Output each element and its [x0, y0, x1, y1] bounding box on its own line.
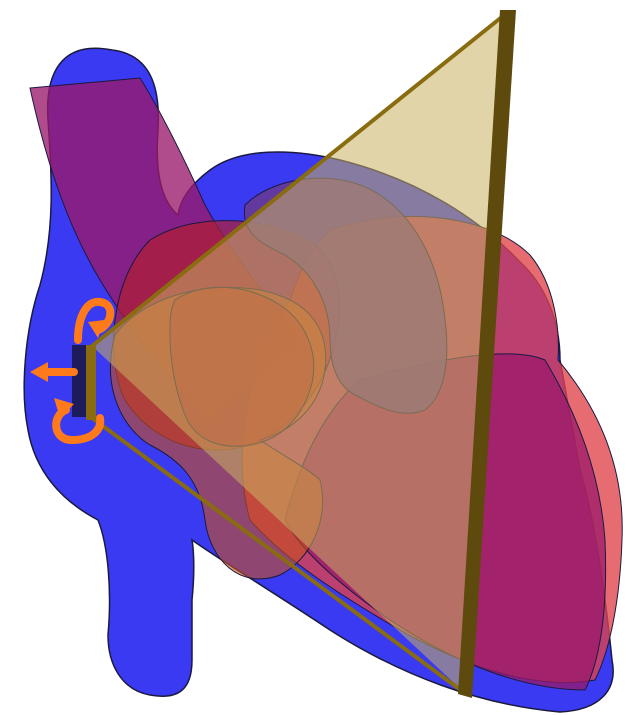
probe-face — [86, 345, 96, 420]
probe — [72, 345, 88, 417]
